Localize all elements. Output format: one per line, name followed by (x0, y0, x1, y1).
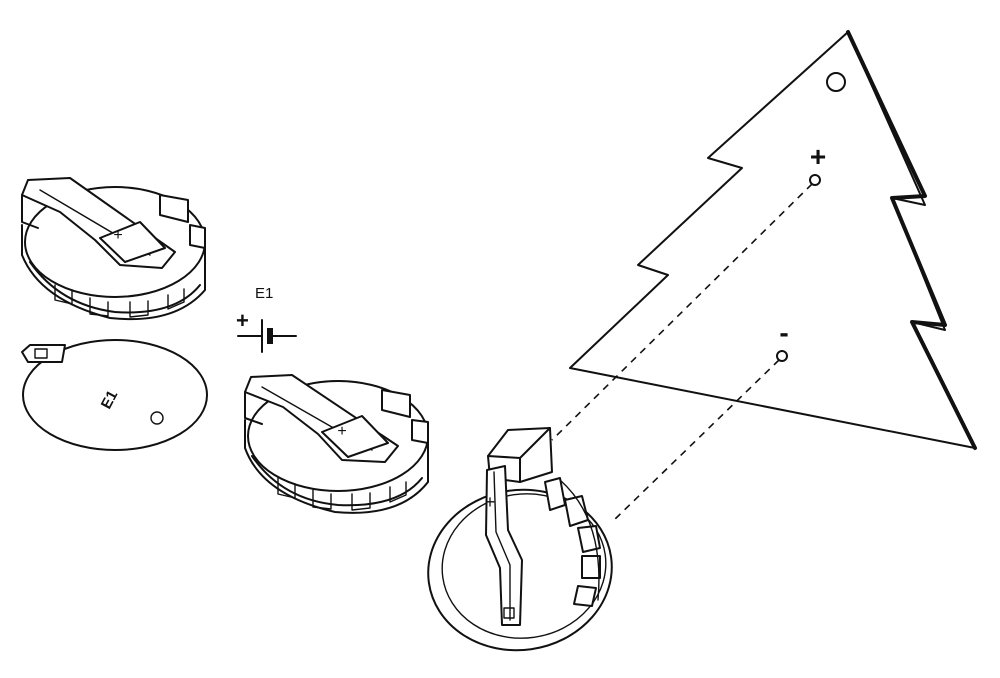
guide-line-minus (611, 359, 780, 523)
holder-plus-mark: + (113, 227, 122, 244)
symbol-plus-mark: + (236, 308, 249, 333)
battery-schematic-symbol: E1 + (236, 285, 297, 353)
coin-cell-battery: E1 (21, 339, 208, 451)
guide-line-plus (551, 183, 813, 441)
battery-holder-side-view: + (427, 427, 613, 652)
pcb-plus-mark: + (810, 141, 826, 172)
battery-holder-middle: + (244, 374, 429, 514)
tree-pcb: + - (551, 30, 977, 523)
holder-middle-plus-mark: + (337, 423, 346, 440)
battery-holder-top-left: + (21, 177, 206, 321)
designator-label: E1 (255, 285, 273, 302)
cell-designator-label: E1 (98, 388, 122, 412)
holder-side-plus-mark: + (485, 492, 496, 512)
pcb-minus-mark: - (779, 317, 788, 348)
